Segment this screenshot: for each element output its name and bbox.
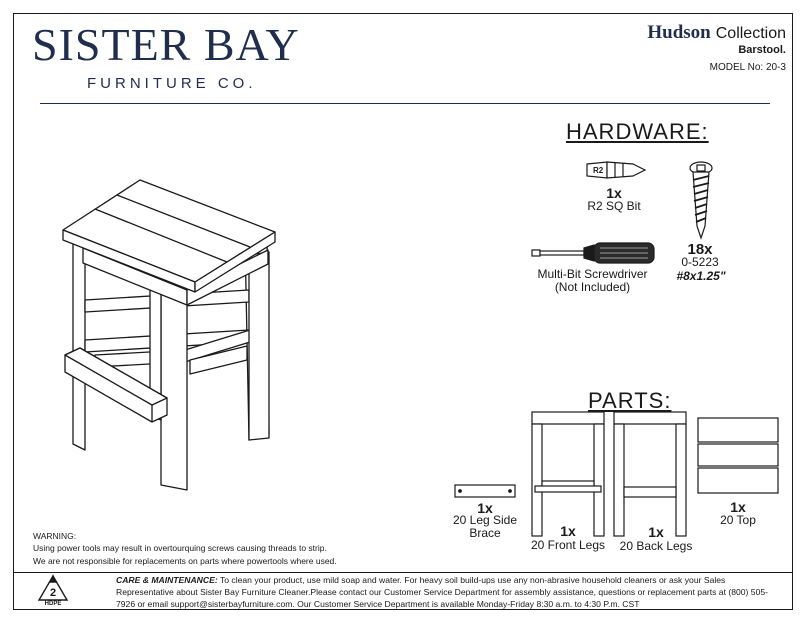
collection-name: Hudson xyxy=(647,22,711,43)
bit-label: R2 SQ Bit xyxy=(587,199,641,213)
collection-word: Collection xyxy=(715,25,786,42)
warning-line-1: Using power tools may result in overtour… xyxy=(33,543,327,554)
back-legs-quantity: 1x xyxy=(648,524,664,540)
front-legs-label: 20 Front Legs xyxy=(530,538,606,552)
leg-side-brace-icon xyxy=(454,484,516,498)
brand-logo-text: SISTER BAY xyxy=(32,19,300,70)
brace-label-line2: Brace xyxy=(469,526,501,540)
square-drive-bit-icon: R2 xyxy=(586,161,647,179)
care-maintenance-text: CARE & MAINTENANCE: To clean your produc… xyxy=(116,575,784,611)
care-title: CARE & MAINTENANCE: xyxy=(116,575,218,585)
warning-line-2: We are not responsible for replacements … xyxy=(33,555,337,566)
front-legs-quantity: 1x xyxy=(560,523,576,539)
screw-spec: #8x1.25" xyxy=(676,269,726,283)
screw-quantity: 18x xyxy=(687,241,713,258)
warning-block: WARNING: Using power tools may result in… xyxy=(33,530,337,567)
collection-title: Hudson Collection xyxy=(647,22,786,44)
barstool-illustration-icon xyxy=(62,179,276,491)
bit-quantity: 1x xyxy=(606,185,622,201)
footer-divider xyxy=(13,572,793,573)
screw-part-number: 0-5223 xyxy=(681,255,719,269)
back-legs-label: 20 Back Legs xyxy=(619,539,693,553)
header-divider xyxy=(40,103,770,104)
recycle-icon: 2 xyxy=(37,574,69,601)
top-slats-icon xyxy=(697,417,779,494)
back-legs-icon xyxy=(613,411,687,537)
bit-marking: R2 xyxy=(593,166,604,175)
product-name: Barstool. xyxy=(738,44,786,56)
screw-icon xyxy=(689,161,713,240)
screwdriver-note: (Not Included) xyxy=(554,280,631,294)
warning-title: WARNING: xyxy=(33,531,77,541)
top-label: 20 Top xyxy=(720,513,756,527)
brand-tagline: FURNITURE CO. xyxy=(87,75,257,92)
brace-quantity: 1x xyxy=(477,500,493,516)
top-quantity: 1x xyxy=(730,499,746,515)
care-body: To clean your product, use mild soap and… xyxy=(116,575,769,609)
page-border xyxy=(13,13,793,610)
parts-heading: PARTS: xyxy=(588,388,672,413)
model-number: MODEL No: 20-3 xyxy=(709,62,786,73)
screwdriver-label: Multi-Bit Screwdriver xyxy=(537,267,648,281)
recycle-number: 2 xyxy=(50,587,56,599)
hardware-heading: HARDWARE: xyxy=(566,119,709,144)
screwdriver-icon xyxy=(531,242,655,264)
brace-label: 20 Leg Side xyxy=(452,513,518,527)
recycle-label: HDPE xyxy=(44,601,62,607)
front-legs-icon xyxy=(531,411,605,537)
